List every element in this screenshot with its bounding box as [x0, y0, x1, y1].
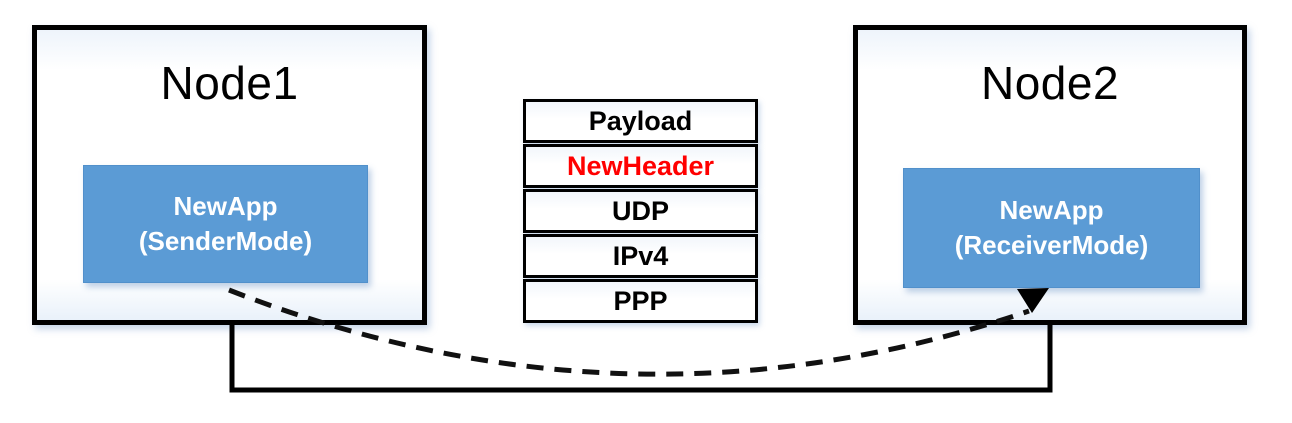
newapp-sender-name: NewApp — [173, 190, 278, 221]
stack-layer-newheader: NewHeader — [523, 144, 758, 188]
node2-title: Node2 — [980, 57, 1120, 109]
newapp-sender-box: NewApp (SenderMode) — [83, 165, 368, 283]
stack-layer-ppp: PPP — [523, 279, 758, 323]
newapp-receiver-mode: (ReceiverMode) — [954, 230, 1149, 260]
stack-layer-ipv4: IPv4 — [523, 234, 758, 278]
stack-layer-payload: Payload — [523, 99, 758, 143]
node-link-connector — [229, 323, 1053, 393]
newapp-receiver-box: NewApp (ReceiverMode) — [903, 168, 1200, 288]
newapp-receiver-name: NewApp — [999, 194, 1104, 225]
stack-layer-udp: UDP — [523, 189, 758, 233]
newapp-sender-mode: (SenderMode) — [138, 226, 313, 256]
protocol-stack: Payload NewHeader UDP IPv4 PPP — [523, 99, 758, 324]
node1-title: Node1 — [160, 57, 299, 109]
